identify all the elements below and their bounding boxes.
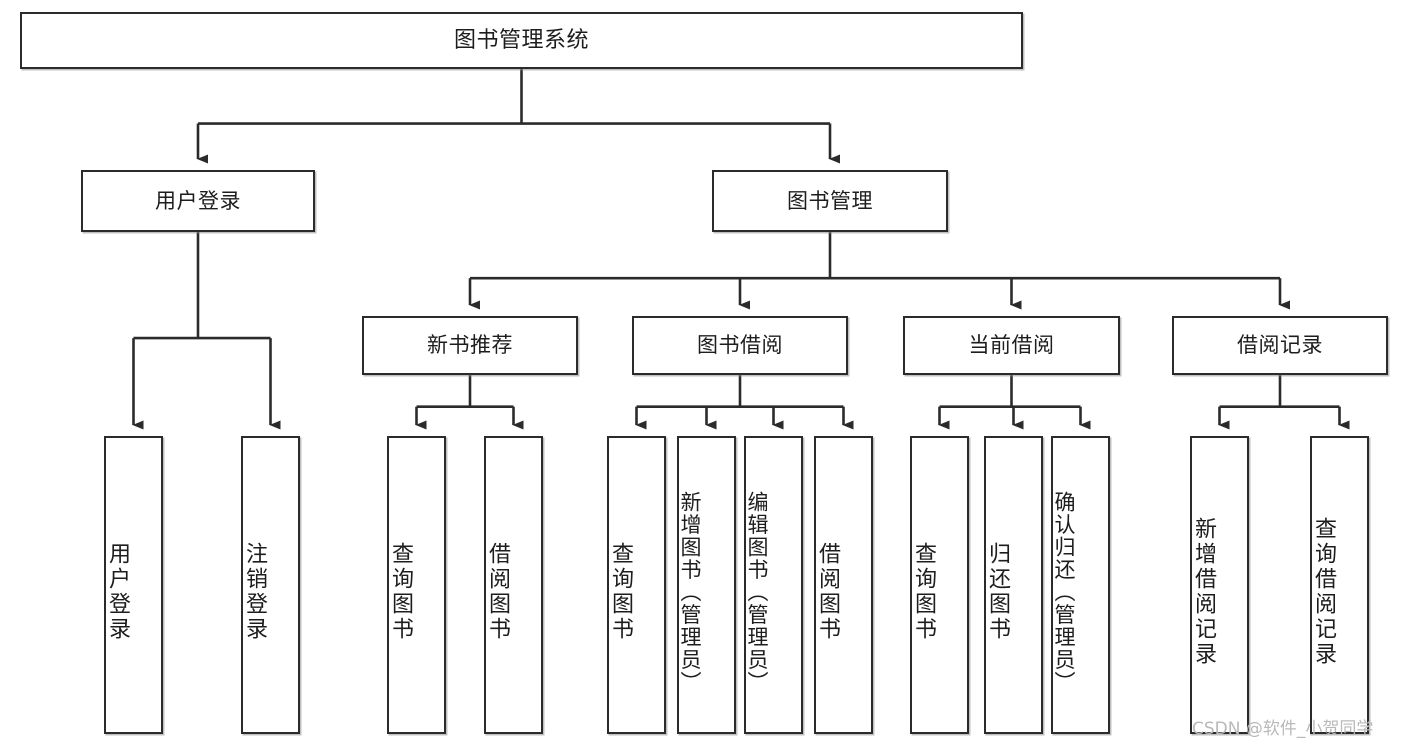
node-new-book-rec[interactable]: 新书推荐 (362, 316, 578, 375)
node-label: 借阅记录 (1237, 333, 1323, 358)
node-label: 新增图书（管理员） (678, 490, 702, 694)
node-label: 查询图书 (911, 542, 936, 642)
csdn-watermark: CSDN @软件_小贺同学 (1192, 719, 1374, 739)
node-leaf-query-book-2[interactable]: 查询图书 (607, 436, 666, 734)
node-label: 新增借阅记录 (1191, 517, 1216, 667)
node-label: 查询图书 (608, 542, 633, 642)
node-leaf-query-record[interactable]: 查询借阅记录 (1310, 436, 1369, 734)
node-label: 图书管理 (787, 188, 873, 213)
node-label: 编辑图书（管理员） (745, 490, 769, 694)
node-label: 归还图书 (985, 542, 1010, 642)
node-leaf-return-book[interactable]: 归还图书 (984, 436, 1043, 734)
node-label: 借阅图书 (485, 542, 510, 642)
node-book-borrow[interactable]: 图书借阅 (632, 316, 848, 375)
node-leaf-confirm-return[interactable]: 确认归还（管理员） (1051, 436, 1110, 734)
node-leaf-add-record[interactable]: 新增借阅记录 (1190, 436, 1249, 734)
node-leaf-edit-book[interactable]: 编辑图书（管理员） (744, 436, 803, 734)
node-leaf-query-book-1[interactable]: 查询图书 (387, 436, 446, 734)
node-label: 图书借阅 (697, 333, 783, 358)
node-label: 用户登录 (105, 542, 130, 642)
node-label: 当前借阅 (968, 333, 1055, 358)
node-label: 查询借阅记录 (1311, 517, 1336, 667)
node-leaf-query-book-3[interactable]: 查询图书 (910, 436, 969, 734)
node-label: 用户登录 (155, 188, 241, 213)
node-leaf-borrow-book-1[interactable]: 借阅图书 (484, 436, 543, 734)
node-leaf-add-book[interactable]: 新增图书（管理员） (677, 436, 736, 734)
node-leaf-user-login[interactable]: 用户登录 (104, 436, 163, 734)
node-book-manage[interactable]: 图书管理 (712, 170, 948, 232)
node-user-login[interactable]: 用户登录 (81, 170, 315, 232)
node-label: 查询图书 (388, 542, 413, 642)
node-leaf-logout[interactable]: 注销登录 (241, 436, 300, 734)
node-label: 借阅图书 (815, 542, 840, 642)
node-label: 确认归还（管理员） (1052, 490, 1076, 694)
node-borrow-record[interactable]: 借阅记录 (1172, 316, 1388, 375)
node-current-borrow[interactable]: 当前借阅 (903, 316, 1120, 375)
node-label: 新书推荐 (427, 333, 513, 358)
node-leaf-borrow-book-2[interactable]: 借阅图书 (814, 436, 873, 734)
node-label: 图书管理系统 (453, 27, 589, 53)
node-label: 注销登录 (242, 542, 267, 642)
node-root[interactable]: 图书管理系统 (20, 12, 1023, 69)
